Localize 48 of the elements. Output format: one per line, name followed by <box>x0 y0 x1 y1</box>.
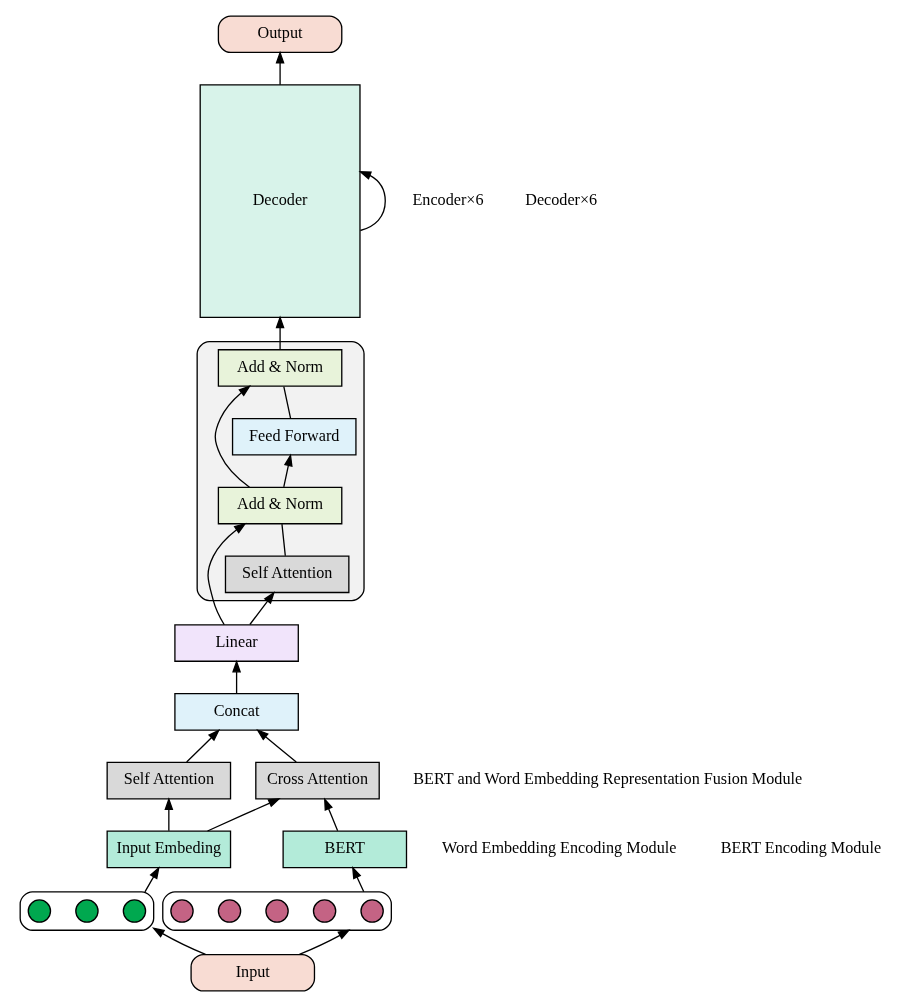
node-box: Linear <box>174 623 299 662</box>
node-circle <box>122 898 147 923</box>
label: BERT Encoding Module <box>720 838 882 856</box>
arrow <box>351 865 365 892</box>
arrow <box>256 728 297 763</box>
label: Encoder×6 <box>412 190 484 208</box>
arrow <box>275 50 285 85</box>
node-box: Add & Norm <box>217 348 343 387</box>
arrow <box>283 452 293 488</box>
connector <box>283 385 292 419</box>
label: Word Embedding Encoding Module <box>441 838 677 856</box>
node-circle <box>312 898 337 923</box>
node-box: BERT <box>282 830 408 868</box>
arrow <box>298 928 351 955</box>
node-circle <box>360 898 384 923</box>
node-circle <box>170 898 194 923</box>
arrow <box>275 315 285 350</box>
node-box: Self Attention <box>224 554 350 593</box>
node-box: Input Embeding <box>106 830 232 868</box>
node-box: Cross Attention <box>255 761 380 799</box>
arrow <box>207 522 247 625</box>
arrow <box>358 170 386 231</box>
arrow <box>214 384 252 488</box>
node-box: Input <box>190 953 316 992</box>
node-circle <box>75 898 99 923</box>
connector <box>281 523 286 556</box>
node-box: Output <box>217 14 343 53</box>
arrow <box>151 926 207 955</box>
node-circle <box>217 898 242 923</box>
arrow <box>164 796 174 831</box>
arrow <box>186 728 221 763</box>
node-box: Concat <box>174 692 299 731</box>
node-box: Add & Norm <box>217 486 343 524</box>
label: Decoder×6 <box>525 190 598 208</box>
node-box: Decoder <box>199 83 361 318</box>
node-box: Feed Forward <box>231 417 357 456</box>
cluster <box>19 890 155 931</box>
arrow <box>323 796 339 831</box>
node-circle <box>265 898 289 923</box>
arrow <box>249 590 275 625</box>
node-box: Self Attention <box>106 761 232 799</box>
label: BERT and Word Embedding Representation Fusion Module <box>413 769 803 787</box>
arrow <box>232 659 242 694</box>
arrow <box>206 797 281 832</box>
node-circle <box>27 898 52 923</box>
arrow <box>144 865 160 892</box>
cluster <box>162 890 392 931</box>
cluster <box>196 340 365 601</box>
